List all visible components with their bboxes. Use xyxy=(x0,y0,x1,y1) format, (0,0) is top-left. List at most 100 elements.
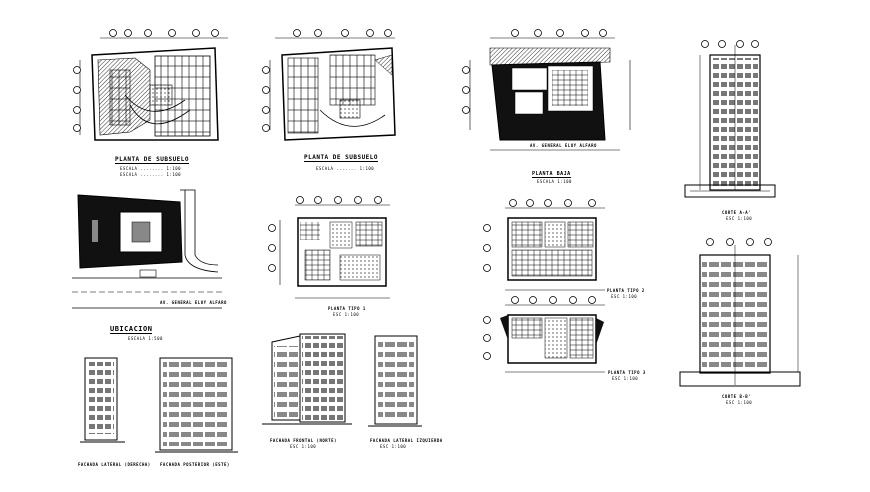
elevation-lateral-right xyxy=(80,357,125,443)
typical-floor-plan-2 xyxy=(505,207,605,291)
grid-axis-bubble xyxy=(764,238,772,246)
grid-axis-bubble xyxy=(268,224,276,232)
ground-floor-plan xyxy=(469,37,631,151)
grid-axis-bubble xyxy=(746,238,754,246)
grid-axis-bubble xyxy=(751,40,759,48)
grid-axis-bubble xyxy=(296,196,304,204)
basement2-title: PLANTA DE SUBSUELO xyxy=(304,154,379,162)
typical2-scale: ESC 1:100 xyxy=(611,294,638,299)
grid-axis-bubble xyxy=(483,224,491,232)
elevLatIzq-scale: ESC 1:100 xyxy=(380,444,407,449)
ground-title: PLANTA BAJA xyxy=(532,171,571,178)
grid-axis-bubble xyxy=(366,29,374,37)
grid-axis-bubble xyxy=(262,86,270,94)
grid-axis-bubble xyxy=(124,29,132,37)
grid-axis-bubble xyxy=(511,29,519,37)
grid-axis-bubble xyxy=(73,106,81,114)
basement1-scale-a: ESCALA ........ 1:100 xyxy=(120,166,182,171)
elevation-lateral-left xyxy=(368,335,422,427)
ground-scale: ESCALA 1:100 xyxy=(537,179,572,184)
grid-axis-bubble xyxy=(374,196,382,204)
grid-axis-bubble xyxy=(462,106,470,114)
grid-axis-bubble xyxy=(599,29,607,37)
typical1-scale: ESC 1:100 xyxy=(333,312,360,317)
grid-axis-bubble xyxy=(262,124,270,132)
elevLatIzq-title: FACHADA LATERAL IZQUIERDA xyxy=(370,438,443,443)
grid-axis-bubble xyxy=(262,106,270,114)
grid-axis-bubble xyxy=(564,199,572,207)
grid-axis-bubble xyxy=(168,29,176,37)
grid-axis-bubble xyxy=(211,29,219,37)
grid-axis-bubble xyxy=(341,29,349,37)
grid-axis-bubble xyxy=(549,296,557,304)
elevFront-title: FACHADA FRONTAL (NORTE) xyxy=(270,438,337,443)
ground-sub: AV. GENERAL ELOY ALFARO xyxy=(530,143,597,148)
grid-axis-bubble xyxy=(588,199,596,207)
grid-axis-bubble xyxy=(483,334,491,342)
grid-axis-bubble xyxy=(462,66,470,74)
grid-axis-bubble xyxy=(462,86,470,94)
typical-floor-plan-1 xyxy=(279,204,390,299)
grid-axis-bubble xyxy=(544,199,552,207)
grid-axis-bubble xyxy=(483,352,491,360)
sectionA-title: CORTE A-A' xyxy=(722,210,752,215)
typical2-title: PLANTA TIPO 2 xyxy=(607,288,645,293)
grid-axis-bubble xyxy=(334,196,342,204)
grid-axis-bubble xyxy=(268,244,276,252)
basement1-title: PLANTA DE SUBSUELO xyxy=(115,156,190,164)
grid-axis-bubble xyxy=(529,296,537,304)
location-title: UBICACION xyxy=(110,325,153,334)
grid-axis-bubble xyxy=(556,29,564,37)
grid-axis-bubble xyxy=(293,29,301,37)
grid-axis-bubble xyxy=(314,29,322,37)
grid-axis-bubble xyxy=(736,40,744,48)
grid-axis-bubble xyxy=(262,66,270,74)
grid-axis-bubble xyxy=(511,296,519,304)
grid-axis-bubble xyxy=(701,40,709,48)
grid-axis-bubble xyxy=(483,244,491,252)
grid-axis-bubble xyxy=(726,238,734,246)
grid-axis-bubble xyxy=(526,199,534,207)
location-plan xyxy=(72,189,222,309)
grid-axis-bubble xyxy=(569,296,577,304)
typical3-title: PLANTA TIPO 3 xyxy=(608,370,646,375)
sectionA-scale: ESC 1:100 xyxy=(726,216,753,221)
elevPost-title: FACHADA POSTERIOR (ESTE) xyxy=(160,462,230,467)
section-b xyxy=(679,245,801,387)
grid-axis-bubble xyxy=(483,316,491,324)
elevation-rear xyxy=(155,357,238,453)
grid-axis-bubble xyxy=(354,196,362,204)
grid-axis-bubble xyxy=(314,196,322,204)
grid-axis-bubble xyxy=(144,29,152,37)
grid-axis-bubble xyxy=(509,199,517,207)
grid-axis-bubble xyxy=(534,29,542,37)
grid-axis-bubble xyxy=(73,66,81,74)
grid-axis-bubble xyxy=(588,296,596,304)
sectionB-scale: ESC 1:100 xyxy=(726,400,753,405)
basement-plan-1 xyxy=(79,37,228,141)
grid-axis-bubble xyxy=(718,40,726,48)
elevLat-title: FACHADA LATERAL (DERECHA) xyxy=(78,462,151,467)
grid-axis-bubble xyxy=(73,124,81,132)
typical1-title: PLANTA TIPO 1 xyxy=(328,306,366,311)
basement2-scale: ESCALA ....... 1:100 xyxy=(316,166,375,171)
basement1-scale-b: ESCALA ........ 1:100 xyxy=(120,172,182,177)
grid-axis-bubble xyxy=(706,238,714,246)
typical-floor-plan-3 xyxy=(500,304,605,373)
grid-axis-bubble xyxy=(192,29,200,37)
location-sub: AV. GENERAL ELOY ALFARO xyxy=(160,300,227,305)
section-a xyxy=(684,45,776,198)
elevFront-scale: ESC 1:100 xyxy=(290,444,317,449)
basement-plan-2 xyxy=(269,37,396,141)
grid-axis-bubble xyxy=(268,264,276,272)
grid-axis-bubble xyxy=(109,29,117,37)
sectionB-title: CORTE B-B' xyxy=(722,394,752,399)
elevation-front xyxy=(262,333,352,425)
grid-axis-bubble xyxy=(483,264,491,272)
grid-axis-bubble xyxy=(581,29,589,37)
location-scale: ESCALA 1:500 xyxy=(128,336,163,341)
typical3-scale: ESC 1:100 xyxy=(612,376,639,381)
grid-axis-bubble xyxy=(384,29,392,37)
grid-axis-bubble xyxy=(73,86,81,94)
